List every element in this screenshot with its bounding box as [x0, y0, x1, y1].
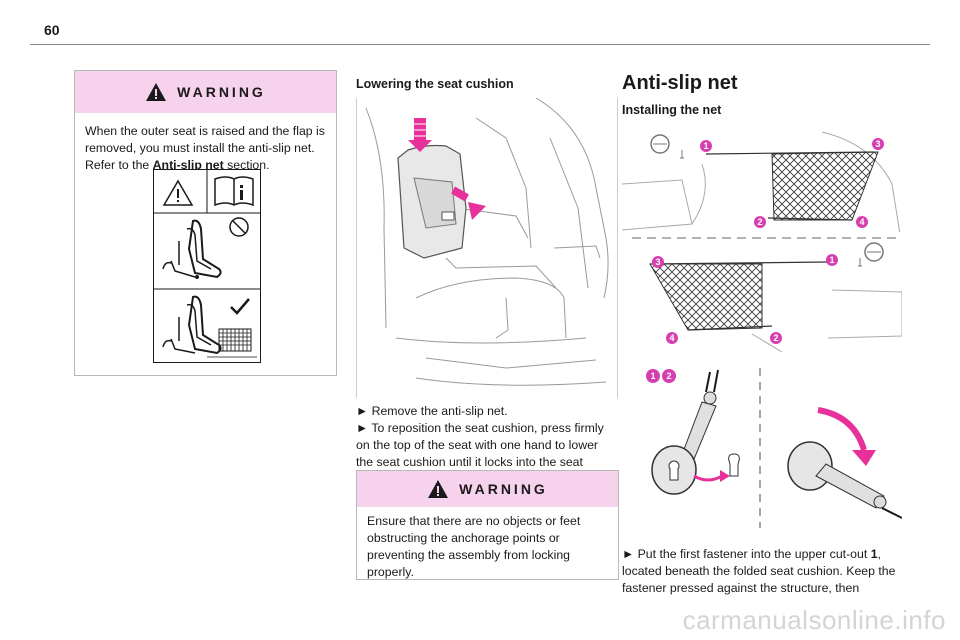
callout-1: 1 [703, 141, 708, 151]
callout-2: 2 [757, 217, 762, 227]
install-step-bold: 1 [870, 547, 878, 561]
callout-1: 1 [829, 255, 834, 265]
watermark: carmanualsonline.info [682, 605, 946, 635]
warning-triangle-icon [146, 83, 167, 101]
install-step: ► Put the first fastener into the upper … [622, 546, 907, 597]
warning-header: WARNING [357, 471, 618, 507]
install-step-pre: ► Put the first fastener into the upper … [622, 547, 871, 561]
callout-2: 2 [773, 333, 778, 343]
net-installation-top-illustration [622, 131, 904, 236]
warning-box-2: WARNING Ensure that there are no objects… [356, 470, 619, 580]
callout-4: 4 [669, 333, 674, 343]
install-step-post: , located beneath the folded seat cushio… [622, 547, 896, 595]
lowering-seat-heading: Lowering the seat cushion [356, 77, 514, 91]
warning-title: WARNING [177, 84, 266, 100]
callout-3: 3 [875, 139, 880, 149]
warning-text: When the outer seat is raised and the fl… [75, 113, 336, 184]
anti-slip-net-title: Anti-slip net [622, 72, 738, 94]
page-number: 60 [44, 22, 60, 38]
warning-triangle-icon [428, 480, 449, 498]
warning-text-post: section. [223, 158, 270, 172]
warning-text-pre: When the outer seat is raised and the fl… [85, 124, 325, 172]
header-rule [30, 44, 930, 45]
callouts-top: 1 3 2 4 [700, 138, 884, 228]
callout-2: 2 [666, 371, 671, 381]
fastener-detail-illustration [651, 368, 902, 528]
warning-box-1: WARNING When the outer seat is raised an… [74, 70, 337, 376]
seat-cushion-illustration [356, 98, 618, 398]
warning-header: WARNING [75, 71, 336, 113]
callout-3: 3 [655, 257, 660, 267]
step-remove-net: ► Remove the anti-slip net. [356, 404, 508, 418]
installing-net-heading: Installing the net [622, 103, 722, 117]
net-installation-middle-illustration [649, 242, 902, 352]
callout-4: 4 [859, 217, 864, 227]
warning-title: WARNING [459, 481, 548, 497]
callouts-bottom: 1 2 [646, 369, 676, 383]
warning-text-bold: Anti-slip net [152, 158, 224, 172]
callouts-middle: 3 1 4 2 [652, 254, 838, 344]
callout-1: 1 [650, 371, 655, 381]
warning-text: Ensure that there are no objects or feet… [367, 514, 581, 579]
warning-pictogram [153, 169, 261, 363]
